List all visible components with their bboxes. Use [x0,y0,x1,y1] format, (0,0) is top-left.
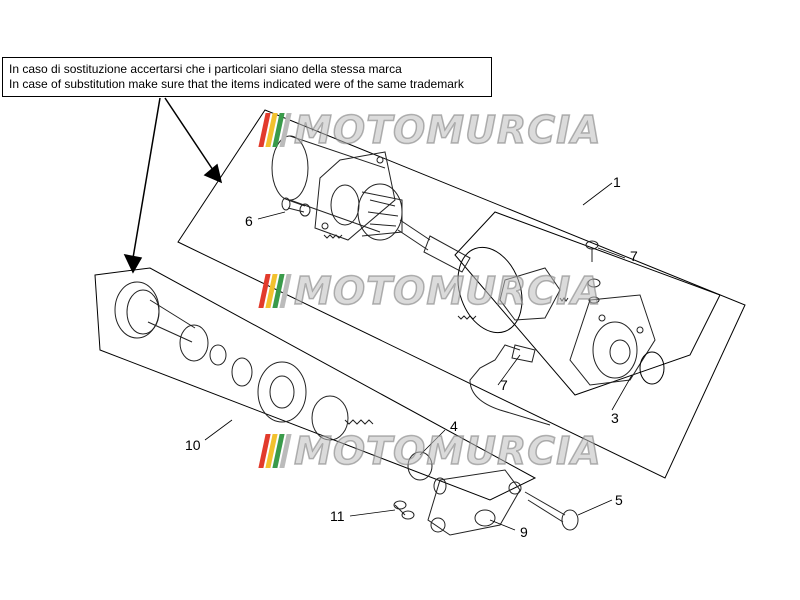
callout-6: 6 [245,213,253,229]
trademark-note: In caso di sostituzione accertarsi che i… [2,57,492,97]
watermark-bottom: MOTOMURCIA [258,428,602,474]
watermark-stripes [258,274,293,308]
watermark-stripes [258,434,293,468]
drive-gear-10 [114,281,447,495]
note-line-italian: In caso di sostituzione accertarsi che i… [9,62,402,76]
callout-7-cable: 7 [500,377,508,393]
armature [357,183,471,273]
cable-7 [469,344,551,426]
watermark-text: MOTOMURCIA [293,268,602,314]
end-cover-3 [569,294,656,386]
note-arrows [123,97,223,274]
o-ring-3 [639,351,665,385]
note-line-english: In case of substitution make sure that t… [9,77,464,91]
bolt-5 [524,491,579,531]
callout-10: 10 [185,437,201,453]
watermark-stripes [258,113,293,147]
callout-4: 4 [450,418,458,434]
assembly-1-outline [177,109,746,479]
assembly-10-outline [94,267,537,501]
callout-5: 5 [615,492,623,508]
callout-11: 11 [330,508,345,524]
bushing-11 [393,500,415,520]
brush-holder [499,267,561,321]
motor-housing [271,135,396,241]
callout-9: 9 [520,524,528,540]
callout-1: 1 [613,174,621,190]
callout-3: 3 [611,410,619,426]
bracket-9 [427,469,522,536]
leader-lines [204,182,633,531]
watermark-text: MOTOMURCIA [293,428,602,474]
screw-7-top [585,240,601,304]
callout-7-top: 7 [630,248,638,264]
assembly-3-outline [454,211,721,396]
watermark-middle: MOTOMURCIA [258,268,602,314]
watermark-text: MOTOMURCIA [293,107,602,153]
screw-6 [281,197,311,217]
o-ring-large [457,246,523,334]
watermark-top: MOTOMURCIA [258,107,602,153]
